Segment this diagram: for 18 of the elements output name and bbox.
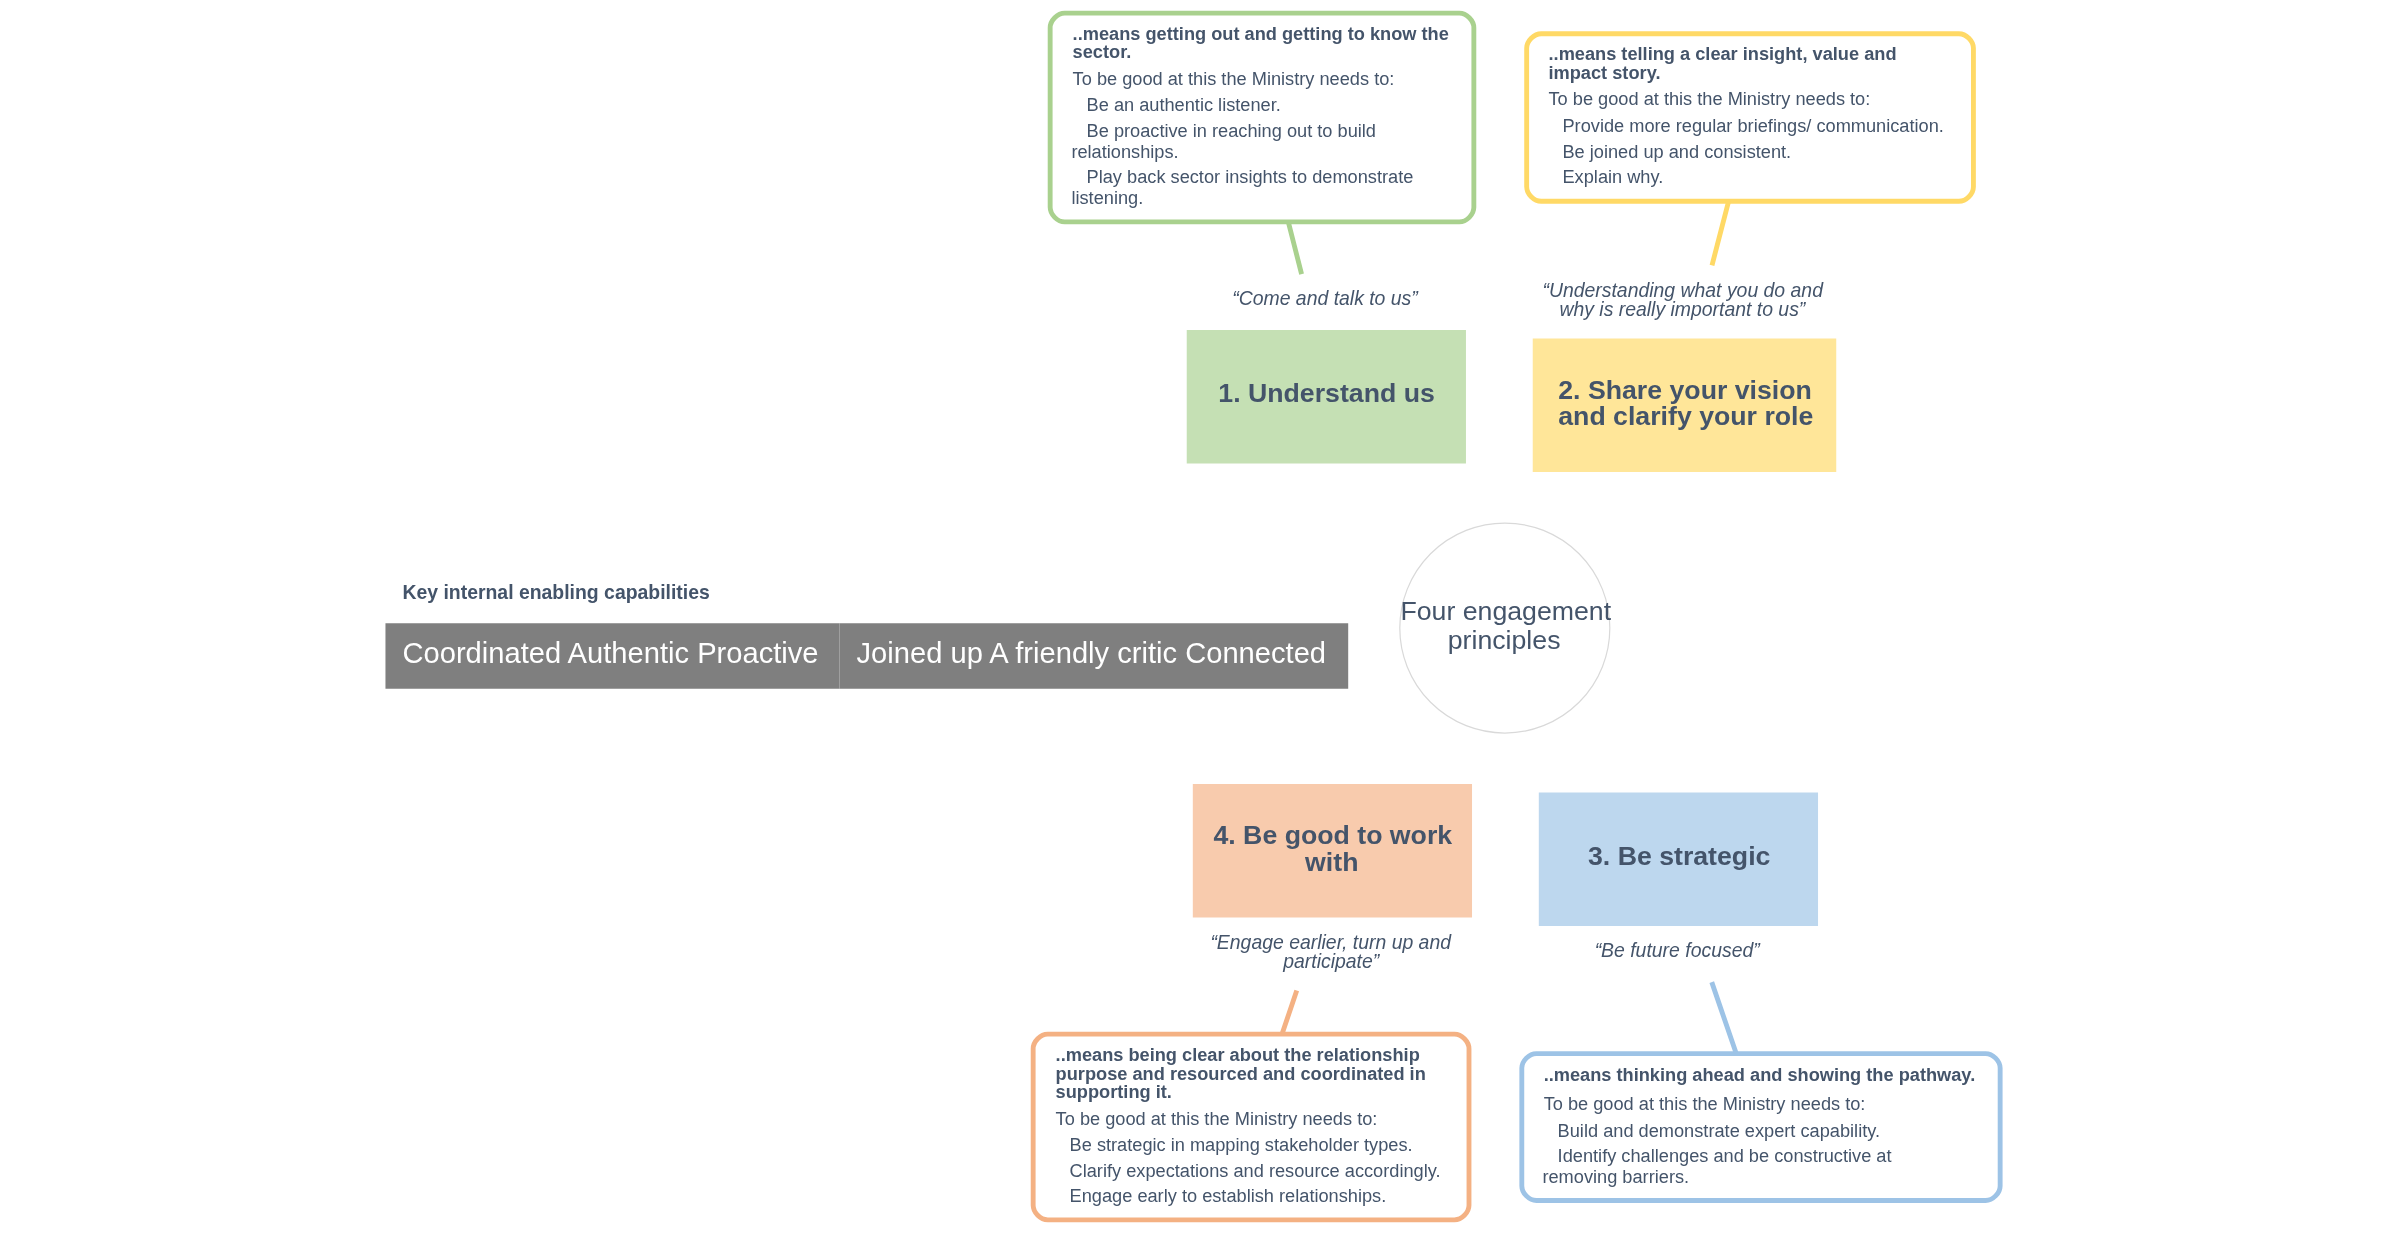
node-box: 2. Share your vision and clarify your role [1532,338,1836,473]
connector [1285,221,1304,275]
node-box: 3. Be strategic [1538,792,1818,927]
connector [1708,981,1738,1055]
node-label: “Understanding what you do and why is really important to us” [1541,278,1823,321]
node-box: ..means thinking ahead and showing the pathway. To be good at this the Ministry needs to: Build and demonstrate expert capability. Identify challenges and be constructive at removing barriers. [1518,1051,2003,1203]
node-circle: Four engagement principles [1398,522,1610,734]
node-box: 4. Be good to work with [1192,784,1472,918]
node-box: ..means telling a clear insight, value and impact story. To be good at this the Ministry needs to: Provide more regular briefings/ communication. Be joined up and consistent. Explain why. [1523,31,1976,204]
node-label: “Engage earlier, turn up and participate” [1209,930,1451,973]
node-label: Key internal enabling capabilities [401,580,710,603]
connector [1279,989,1299,1035]
connector [1709,200,1731,266]
node-box: ..means being clear about the relationship purpose and resourced and coordinated in supporting it. To be good at this the Ministry needs to: Be strategic in mapping stakeholder types. Clarify expectations and resource accordingly. Engage early to establish relationships. [1030,1031,1471,1223]
node-label: “Come and talk to us” [1231,287,1418,310]
node-box: 1. Understand us [1186,330,1466,464]
node-box: ..means getting out and getting to know the sector. To be good at this the Ministry needs to: Be an authentic listener. Be proactive in reaching out to build relationships. Play back sector insights to demonstrate listening. [1047,10,1476,225]
node-label: “Be future focused” [1594,939,1760,962]
